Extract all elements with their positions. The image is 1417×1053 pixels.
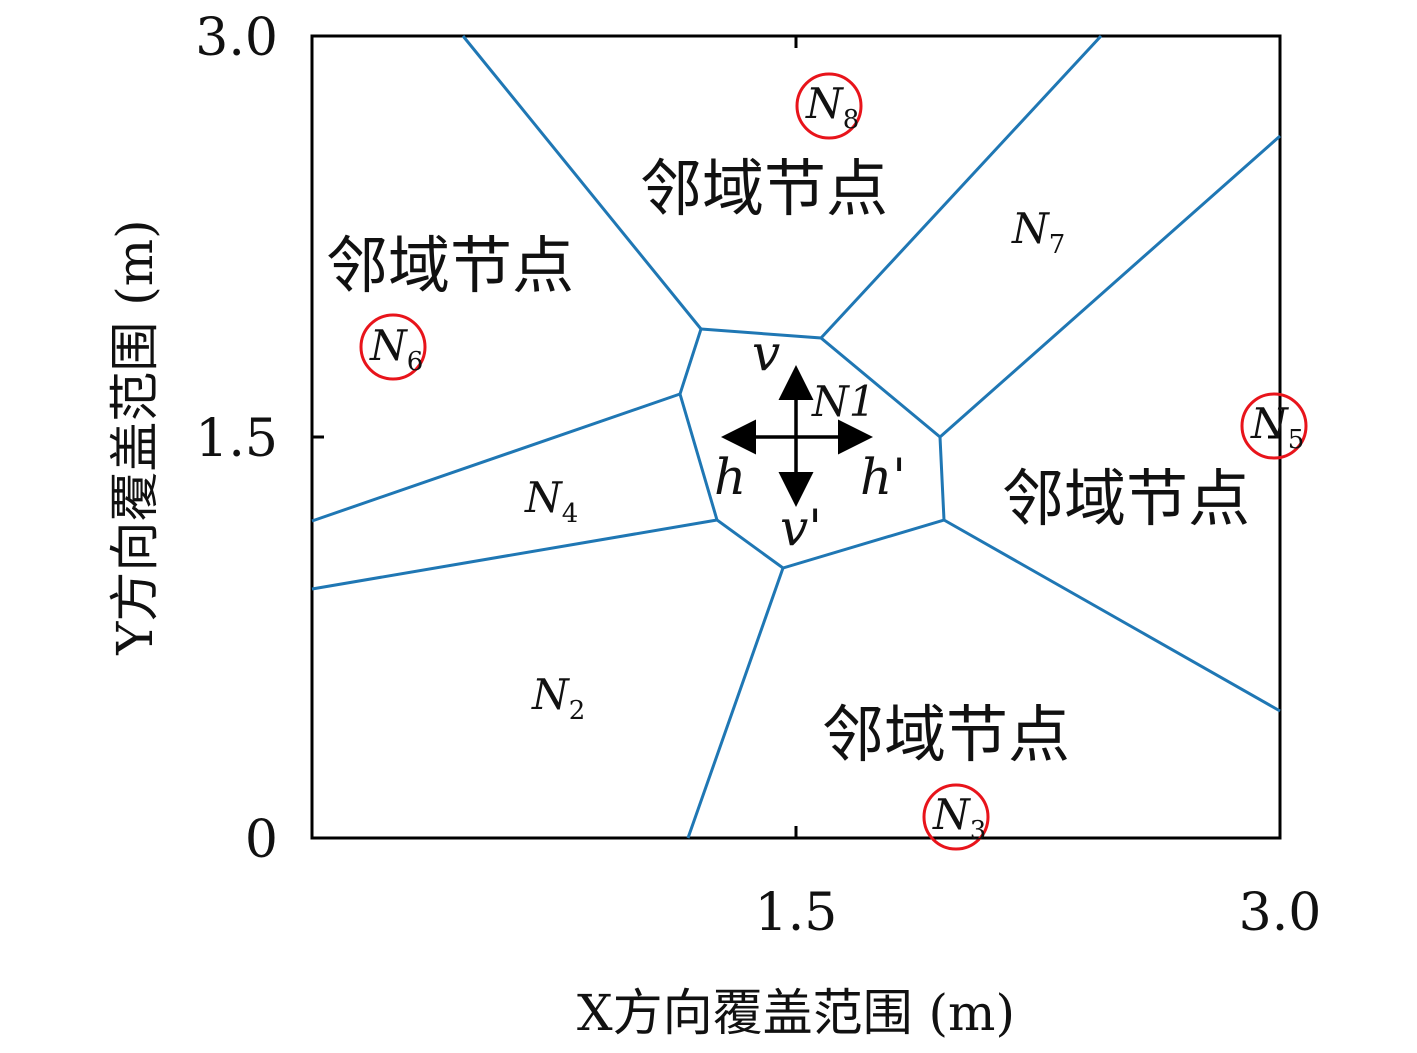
x-axis-title: X方向覆盖范围 (m) bbox=[577, 984, 1015, 1042]
boundary-left-lower bbox=[311, 518, 718, 591]
region-label-bottom: 邻域节点 bbox=[822, 698, 1070, 771]
y-tick-label-1.5: 1.5 bbox=[195, 409, 278, 469]
boundary-top-right bbox=[819, 34, 1103, 340]
direction-label-h-prime: h' bbox=[860, 448, 906, 506]
direction-label-v-prime: v' bbox=[780, 499, 822, 557]
y-tick-label-3.0: 3.0 bbox=[195, 8, 278, 68]
x-tick-label-1.5: 1.5 bbox=[755, 883, 838, 943]
boundary-right-lower bbox=[943, 518, 1281, 713]
region-label-left: 邻域节点 bbox=[326, 229, 574, 302]
ring-n6 bbox=[359, 313, 427, 381]
ring-n8 bbox=[795, 72, 863, 140]
y-axis-title: Y方向覆盖范围 (m) bbox=[106, 219, 164, 655]
ring-n3 bbox=[922, 783, 990, 851]
boundary-bottom bbox=[686, 567, 785, 839]
x-tick-label-3.0: 3.0 bbox=[1239, 883, 1322, 943]
node-label-n8: N8 bbox=[805, 79, 859, 135]
node-label-n4: N4 bbox=[524, 473, 578, 529]
node-label-n3: N3 bbox=[932, 790, 986, 846]
node-label-n7: N7 bbox=[1011, 204, 1065, 260]
node-label-n6: N6 bbox=[369, 321, 423, 377]
boundary-right-upper bbox=[939, 134, 1281, 439]
central-cell-boundary bbox=[678, 327, 946, 570]
node-label-n1: N1 bbox=[811, 377, 875, 426]
region-label-right: 邻域节点 bbox=[1002, 462, 1250, 535]
ring-n5 bbox=[1240, 392, 1308, 460]
node-label-n2: N2 bbox=[531, 670, 585, 726]
boundary-top-left bbox=[461, 35, 703, 330]
direction-label-v: v bbox=[752, 324, 780, 382]
direction-label-h: h bbox=[714, 448, 746, 506]
region-label-top: 邻域节点 bbox=[640, 152, 888, 225]
node-label-n5: N5 bbox=[1250, 399, 1304, 455]
boundary-left-upper bbox=[311, 392, 681, 523]
y-tick-label-0: 0 bbox=[245, 810, 278, 870]
